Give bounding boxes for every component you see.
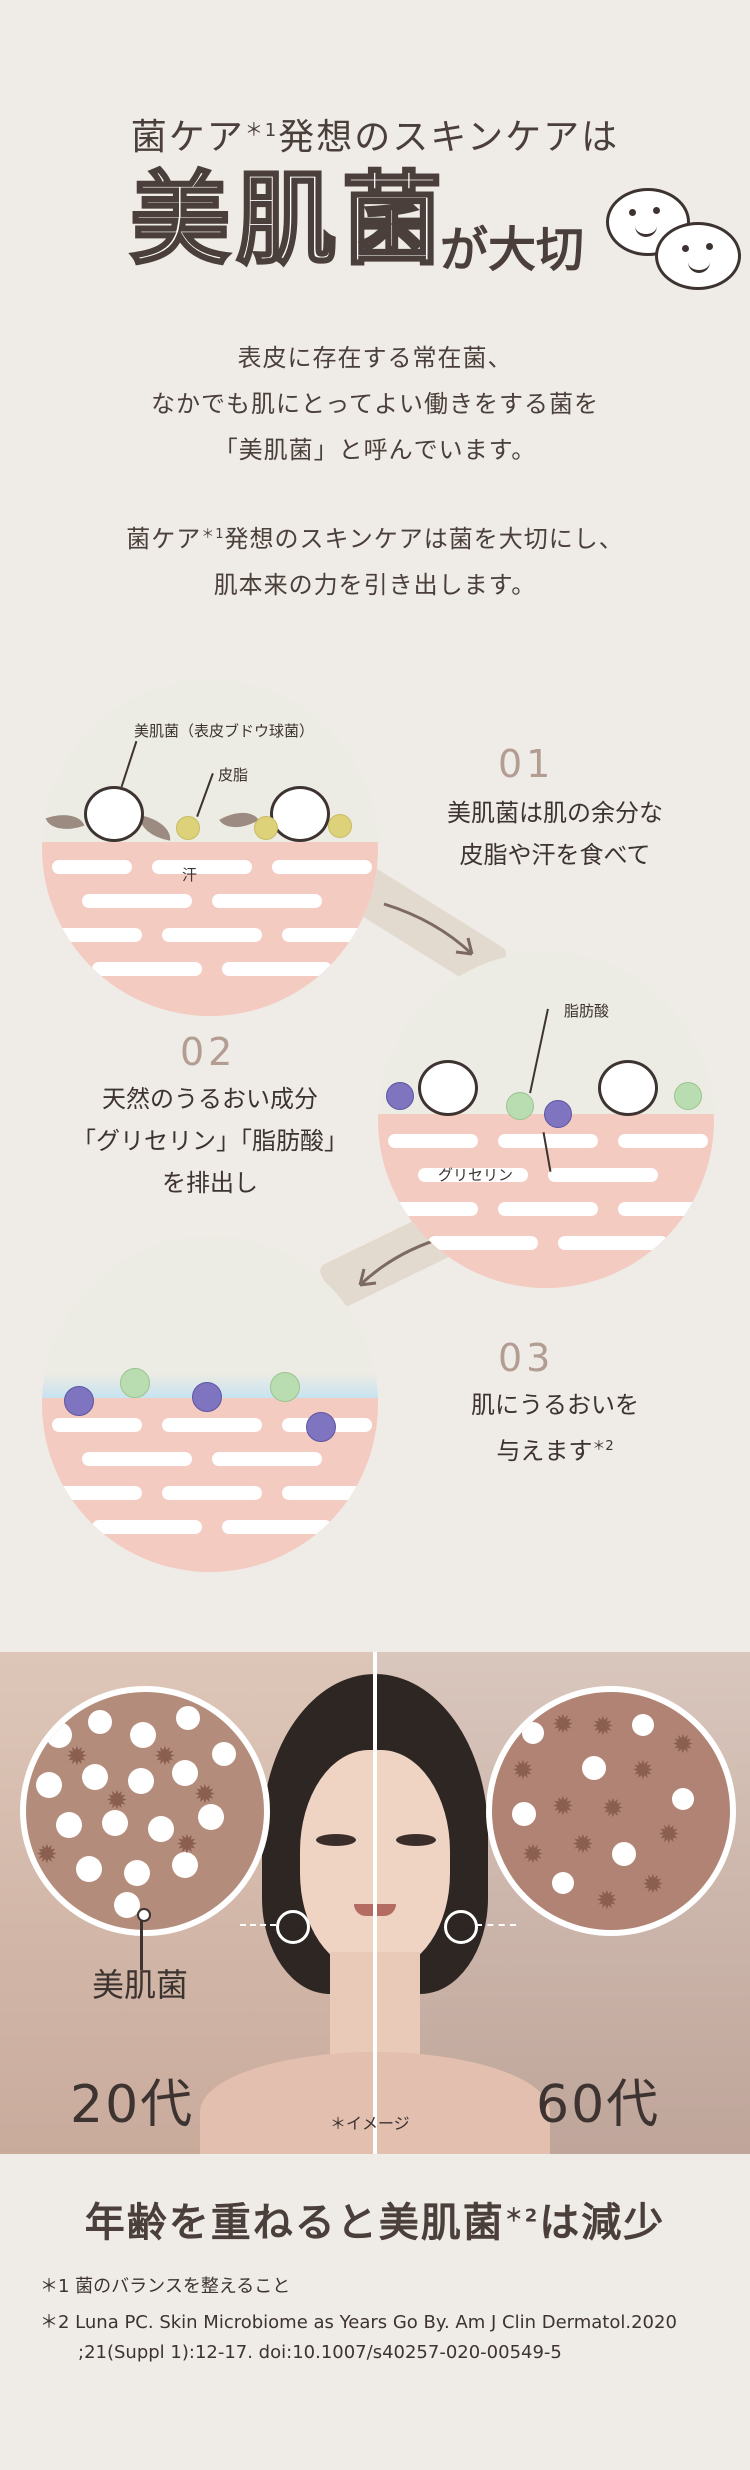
label-bacteria-photo: 美肌菌 [92, 1966, 189, 2004]
page-title-suffix: が大切 [440, 222, 585, 278]
zoom-circle-aged: ✹ ✹ ✹ ✹ ✹ ✹ ✹ ✹ ✹ ✹ ✹ ✹ [486, 1686, 736, 1936]
header-line-part1: 菌ケア [130, 117, 245, 158]
footnote-mark: ＊1 [244, 120, 279, 141]
label-fatty-acid: 脂肪酸 [564, 1002, 610, 1020]
step2-illustration: 脂肪酸 グリセリン [378, 952, 714, 1288]
age-label-left: 20代 [70, 2075, 195, 2135]
page-title: 美肌菌 [129, 161, 448, 278]
step3-illustration [42, 1236, 378, 1572]
bacteria-face-icon [606, 188, 690, 256]
step3-text: 肌にうるおいを 与えます＊2 [471, 1391, 639, 1465]
label-bacteria: 美肌菌（表皮ブドウ球菌） [134, 722, 315, 740]
header-line: 菌ケア＊1発想のスキンケアは [0, 108, 750, 160]
step1-text: 美肌菌は肌の余分な 皮脂や汗を食べて [447, 799, 663, 869]
label-sebum: 皮脂 [218, 766, 249, 784]
step3-number: 03 [498, 1336, 555, 1380]
step2-number: 02 [180, 1030, 237, 1074]
bacteria-icon [598, 1060, 658, 1116]
bacteria-icon [84, 786, 144, 842]
step2-text: 天然のうるおい成分 「グリセリン」「脂肪酸」 を排出し [72, 1085, 348, 1197]
image-note: ＊イメージ [330, 2114, 410, 2133]
divider [373, 1652, 377, 2154]
bottom-headline: 年齢を重ねると美肌菌＊2は減少 [84, 2200, 666, 2246]
bacteria-icon [270, 786, 330, 842]
footnote-2: ＊2 Luna PC. Skin Microbiome as Years Go … [40, 2312, 677, 2333]
footnote-2-continued: ;21(Suppl 1):12-17. doi:10.1007/s40257-0… [78, 2342, 562, 2363]
header-line-part2: 発想のスキンケアは [278, 117, 620, 158]
intro-paragraph-1: 表皮に存在する常在菌、 なかでも肌にとってよい働きをする菌を 「美肌菌」と呼んで… [150, 344, 600, 464]
footnote-1: ＊1 菌のバランスを整えること [40, 2276, 291, 2297]
label-glycerin: グリセリン [438, 1166, 514, 1184]
step1-illustration: 美肌菌（表皮ブドウ球菌） 皮脂 汗 [42, 680, 378, 1016]
face-comparison-photo: ✹ ✹ ✹ ✹ ✹ ✹ 美肌菌 ✹ ✹ ✹ ✹ ✹ ✹ ✹ ✹ ✹ ✹ ✹ ✹ … [0, 1652, 750, 2154]
bacteria-face-icon [655, 222, 741, 290]
label-sweat: 汗 [182, 866, 198, 884]
age-label-right: 60代 [536, 2075, 661, 2135]
zoom-circle-young: ✹ ✹ ✹ ✹ ✹ ✹ [20, 1686, 270, 1936]
step1-number: 01 [498, 742, 555, 786]
intro-paragraph-2: 菌ケア＊1発想のスキンケアは菌を大切にし、 肌本来の力を引き出します。 [126, 525, 624, 599]
arrow-down-right-icon [383, 902, 474, 956]
bacteria-icon [418, 1060, 478, 1116]
